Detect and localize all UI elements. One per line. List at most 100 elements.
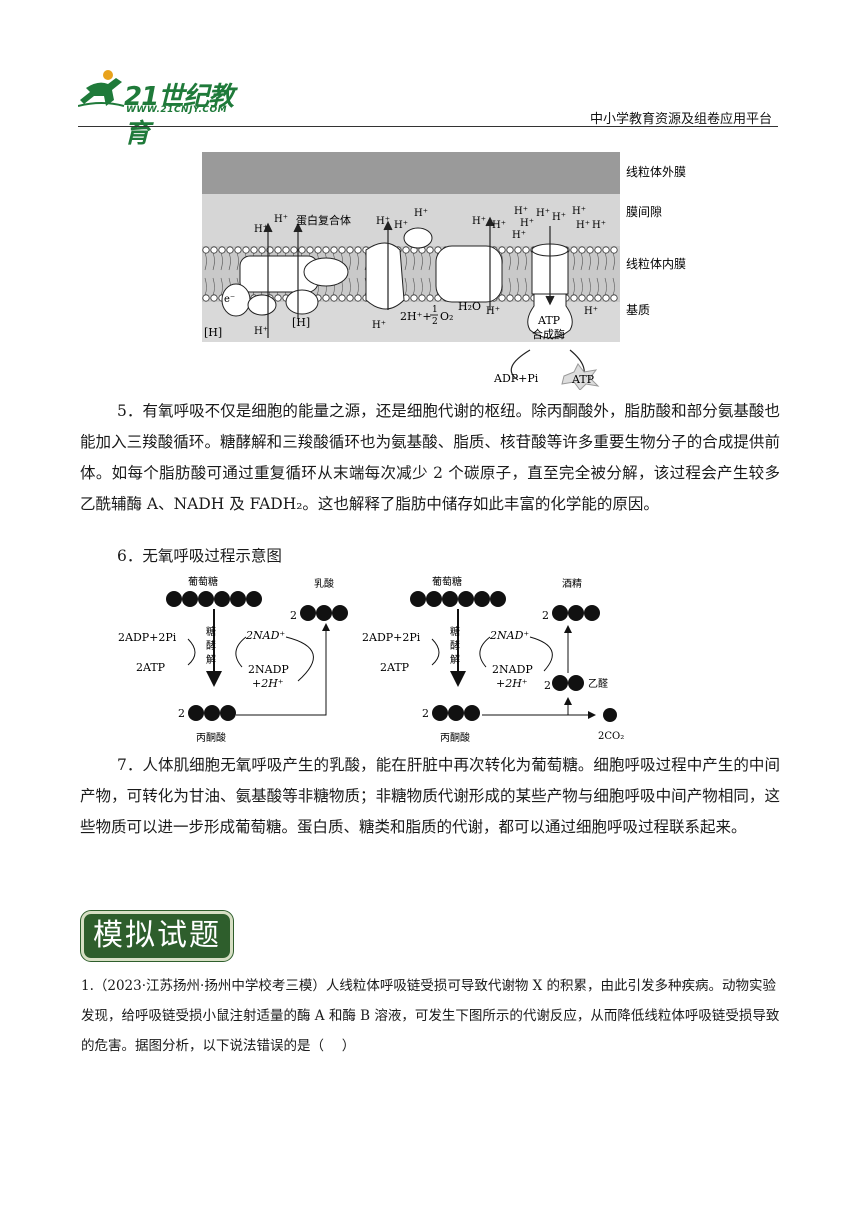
lipid-head [210,246,218,254]
lactic-label: 乳酸 [314,577,334,590]
glycolysis-char-2-left: 酵 [206,640,216,652]
complex-2 [303,257,349,287]
nadp-label-right: 2NADP [492,663,533,676]
h-plus-19: H⁺ [584,306,598,317]
lipid-head [594,294,602,302]
atp-synthase-label-1: ATP [537,314,561,327]
paragraph-6: 6．无氧呼吸过程示意图 [117,541,282,572]
paragraph-7-number: 7． [117,756,143,774]
lipid-head [506,246,514,254]
atp-label: ATP [571,373,595,386]
lipid-head [322,294,330,302]
glucose-molecule-right [410,591,506,607]
two-pyruvate-right: 2 [422,707,429,720]
glucose-molecule-left [166,591,262,607]
h-plus-8: H⁺ [514,206,528,217]
lipid-head [594,246,602,254]
atp-label-right: 2ATP [380,661,410,674]
lipid-head [602,246,610,254]
lipid-head [578,294,586,302]
lipid-head [410,294,418,302]
lipid-head [274,246,282,254]
lipid-head [210,294,218,302]
adp-pi-label: ADP+Pi [493,372,539,385]
question-1: 1.（2023·江苏扬州·扬州中学校考三模）人线粒体呼吸链受损可导致代谢物 X … [81,978,780,1054]
paragraph-6-number: 6． [117,547,143,565]
glucose-label-right: 葡萄糖 [432,575,462,588]
glycolysis-char-1-right: 糖 [450,625,460,638]
section-title-badge: 模拟试题 [81,911,233,961]
lipid-head [202,294,210,302]
paragraph-7-text: 人体肌细胞无氧呼吸产生的乳酸，能在肝脏中再次转化为葡萄糖。细胞呼吸过程中产生的中… [80,756,780,836]
glycolysis-char-1-left: 糖 [206,625,216,638]
runner-logo-icon [78,70,125,107]
glucose-label-left: 葡萄糖 [188,575,218,588]
lipid-head [298,246,306,254]
lipid-head [242,246,250,254]
h-plus-12: H⁺ [572,206,586,217]
h2o-label: H₂O [458,300,481,313]
acetaldehyde-label: 乙醛 [588,677,608,690]
lipid-head [290,246,298,254]
lipid-head [274,294,282,302]
nadh-label-2: [H] [292,316,310,329]
lipid-head [314,246,322,254]
lipid-head [338,294,346,302]
h-plus-9: H⁺ [520,218,534,229]
lipid-head [506,294,514,302]
svg-text:2: 2 [432,317,438,327]
h-plus-7: H⁺ [492,220,506,231]
paragraph-7: 7．人体肌细胞无氧呼吸产生的乳酸，能在肝脏中再次转化为葡萄糖。细胞呼吸过程中产生… [80,750,780,843]
atp-label-left: 2ATP [136,661,166,674]
glycolysis-char-3-left: 解 [206,653,216,666]
two-alcohol: 2 [542,609,549,622]
lipid-head [330,246,338,254]
lipid-head [426,294,434,302]
h-plus-17: H⁺ [372,320,386,331]
label-outer-membrane: 线粒体外膜 [626,164,686,179]
lipid-head [338,246,346,254]
h-plus-4: H⁺ [394,220,408,231]
label-matrix: 基质 [626,303,650,317]
h-plus-3: H⁺ [376,216,390,227]
lipid-head [578,246,586,254]
lipid-head [570,246,578,254]
lipid-head [354,294,362,302]
lipid-head [306,246,314,254]
two-acetaldehyde: 2 [544,679,551,692]
nadp2-label-right: +2H⁺ [496,677,528,690]
mitochondria-membrane-diagram: 线粒体外膜 膜间隙 线粒体内膜 基质 蛋白复合体 H⁺ H⁺ H⁺ H⁺ H⁺ … [202,152,686,390]
h-plus-6: H⁺ [472,216,486,227]
lipid-head [426,246,434,254]
pyruvate-label-right: 丙酮酸 [440,731,470,744]
lipid-head [602,294,610,302]
glycolysis-char-2-right: 酵 [450,640,460,652]
lipid-head [586,246,594,254]
adp-label-right: 2ADP+2Pi [362,631,421,644]
lipid-head [514,246,522,254]
atp-synthase-label-2: 合成酶 [532,327,565,341]
lipid-head [498,246,506,254]
nadp2-label-left: +2H⁺ [252,677,284,690]
nad-label-right: 2NAD⁺ [489,629,529,642]
adp-label-left: 2ADP+2Pi [118,631,177,644]
atp-burst-icon [561,363,600,390]
h-plus-13: H⁺ [576,220,590,231]
pyruvate-molecule-left [188,705,236,721]
logo-url: WWW.21CNJY.COM [126,105,228,115]
lipid-head [570,294,578,302]
alcohol-molecule [552,605,600,621]
lipid-head [522,246,530,254]
anaerobic-respiration-diagram: 葡萄糖 糖 酵 解 2ADP+2Pi 2ATP 2NAD⁺ 2NADP +2H⁺… [118,575,624,744]
site-logo: 21世纪教育 WWW.21CNJY.COM [78,66,248,149]
h-plus-5: H⁺ [414,208,428,219]
atp-synthase-head [527,293,573,339]
o2-label: O₂ [440,310,453,323]
lipid-head [322,246,330,254]
logo-text: 21世纪教育 [124,82,234,149]
h-plus-18: H⁺ [486,306,500,317]
lipid-head [610,294,618,302]
co2-molecule [603,708,617,722]
nad-label-left: 2NAD⁺ [245,629,285,642]
lipid-head [514,294,522,302]
